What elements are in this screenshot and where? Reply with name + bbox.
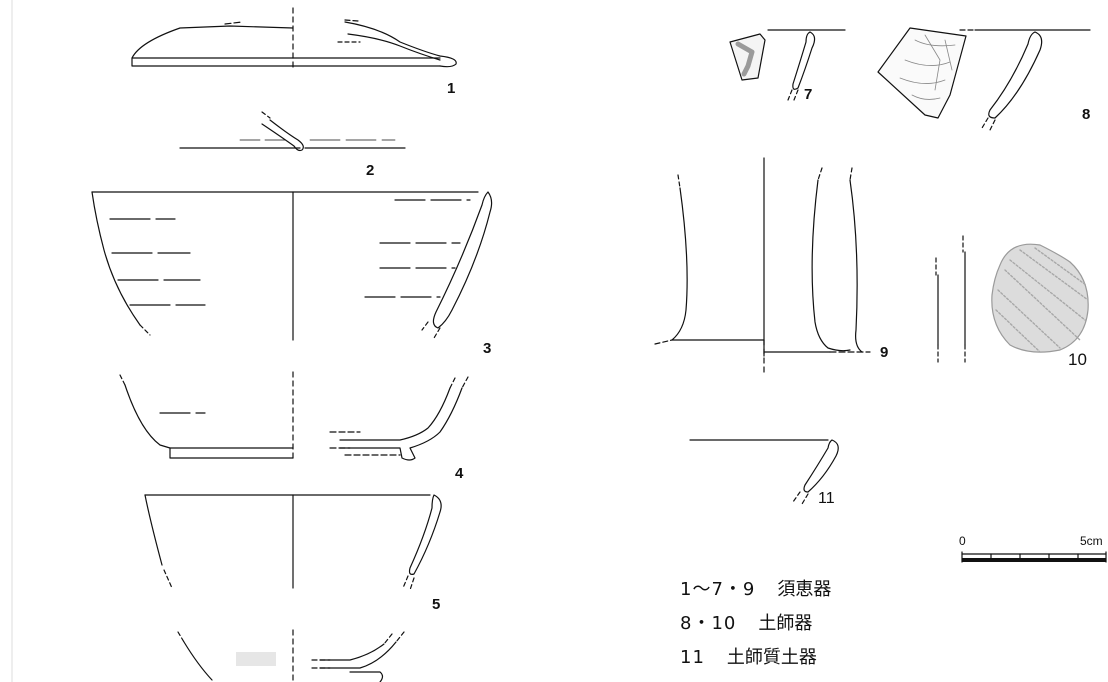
vessel-2-rim	[179, 111, 406, 152]
legend-numbers: 1～7・9	[680, 579, 756, 600]
figure-label-2: 2	[366, 162, 375, 179]
legend-ware-type: 須恵器	[777, 579, 832, 600]
legend-ware-type: 土師質土器	[726, 647, 817, 668]
vessel-5-cup	[144, 494, 442, 591]
figure-label-9: 9	[880, 344, 889, 361]
vessel-10-sherd	[935, 235, 1089, 363]
legend-ware-type: 土師器	[758, 613, 813, 634]
legend-numbers: 8・10	[680, 613, 737, 634]
figure-label-8: 8	[1082, 106, 1091, 123]
vessel-4-footed-bowl	[119, 371, 469, 461]
figure-label-7: 7	[804, 86, 813, 103]
figure-label-1: 1	[447, 80, 456, 97]
vessel-3-bowl	[91, 191, 493, 341]
vessel-7-sherd	[729, 29, 846, 101]
vessel-8-sherd	[877, 27, 1091, 131]
vessel-11-rim	[689, 439, 839, 505]
vessel-9-stem	[654, 157, 871, 376]
figure-label-3: 3	[483, 340, 492, 357]
legend-row-sue-ware: 1～7・9 須恵器	[680, 575, 831, 609]
scale-bar	[961, 551, 1107, 563]
scale-start-label: 0	[959, 534, 966, 548]
vessel-6-partial	[177, 629, 405, 682]
figure-label-5: 5	[432, 596, 441, 613]
figure-label-11: 11	[818, 490, 835, 507]
legend-numbers: 11	[680, 647, 705, 668]
legend-row-hajishitsu-ware: 11 土師質土器	[680, 643, 831, 677]
figure-label-10: 10	[1068, 350, 1087, 369]
scale-end-label: 5cm	[1080, 534, 1103, 548]
figure-label-4: 4	[455, 465, 464, 482]
vessel-1-lid	[131, 7, 457, 69]
material-legend: 1～7・9 須恵器 8・10 土師器 11 土師質土器	[680, 575, 831, 677]
legend-row-haji-ware: 8・10 土師器	[680, 609, 831, 643]
